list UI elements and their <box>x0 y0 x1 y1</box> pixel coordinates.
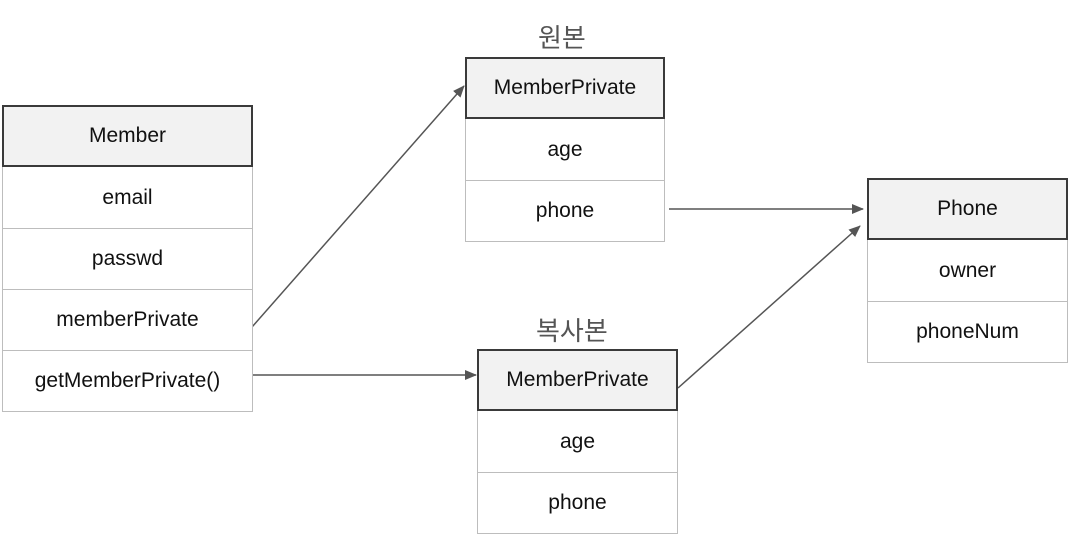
phone-box: Phone owner phoneNum <box>867 178 1068 363</box>
member-field-getmemberprivate: getMemberPrivate() <box>3 350 252 411</box>
original-memberprivate-box: MemberPrivate age phone <box>465 57 665 242</box>
member-field-memberprivate: memberPrivate <box>3 289 252 350</box>
phone-field-owner: owner <box>938 258 997 282</box>
original-caption: 원본 <box>538 24 586 54</box>
original-field-phone: phone <box>466 180 664 241</box>
phone-field-phonenum: phoneNum <box>868 301 1067 362</box>
member-box: Member email passwd memberPrivate getMem… <box>2 105 253 412</box>
original-title: MemberPrivate <box>465 57 665 119</box>
copy-title: MemberPrivate <box>477 349 678 411</box>
arrow-memberprivate-to-original <box>251 85 465 328</box>
copy-field-phone: phone <box>478 472 677 533</box>
member-field-passwd: passwd <box>3 228 252 289</box>
arrow-copy-to-phone <box>677 225 861 389</box>
phone-title: Phone <box>867 178 1068 240</box>
original-field-age: age <box>547 137 583 161</box>
member-field-email: email <box>102 185 153 209</box>
copy-caption: 복사본 <box>536 317 608 347</box>
member-title: Member <box>2 105 253 167</box>
copy-field-age: age <box>559 429 596 453</box>
copy-memberprivate-box: MemberPrivate age phone <box>477 349 678 534</box>
